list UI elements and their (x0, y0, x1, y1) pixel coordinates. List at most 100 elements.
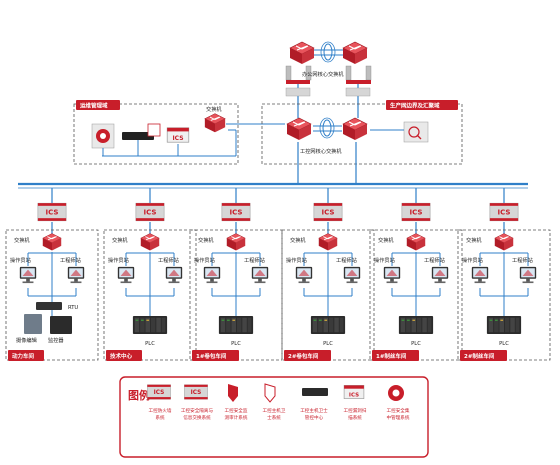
legend-host-guard-icon (264, 383, 276, 403)
legend-item-line1: 工控主机卫士 (300, 407, 328, 414)
office-core-switch-label: 办公网核心交换机 (302, 70, 344, 78)
zone-switch-icon (226, 233, 246, 251)
legend-item-line2: 士系统 (267, 414, 281, 421)
operator-station-label: 操作员站 (374, 256, 395, 264)
plc-label: PLC (145, 341, 155, 347)
plc-label: PLC (323, 341, 333, 347)
eng-core-switch-right-icon (342, 117, 368, 141)
plc-icon (310, 316, 346, 334)
engineer-station-icon (343, 266, 361, 284)
engineer-station-label: 工程师站 (512, 256, 533, 264)
zone-switch-icon (318, 233, 338, 251)
office-core-switch-left-icon (289, 41, 315, 65)
legend-item-line1: 工控安全监 (225, 407, 248, 414)
legend-item-line2: 信息交换系统 (183, 414, 211, 421)
operator-station-label: 操作员站 (10, 256, 31, 264)
legend-item-line2: 管控中心 (305, 414, 324, 421)
legend-item-line2: 中管理系统 (387, 414, 410, 421)
zone-firewall-icon (401, 202, 431, 222)
video-label: 摄像编辑 (16, 336, 37, 344)
zone-switch-icon (406, 233, 426, 251)
zone-switch-label: 交换机 (378, 236, 394, 244)
legend-scanner-icon (343, 384, 365, 400)
vuln-scanner-icon (403, 121, 429, 143)
legend-gatekeeper-icon (183, 384, 209, 400)
eng-core-switch-left-icon (286, 117, 312, 141)
operator-station-icon (19, 266, 37, 284)
plc-label: PLC (411, 341, 421, 347)
legend-item-line1: 工控安全集 (387, 407, 410, 414)
zone-5: 交换机操作员站工程师站PLC1#制丝车间 (369, 188, 463, 361)
rtu-icon (36, 302, 62, 310)
zone-name-tag: 技术中心 (110, 352, 133, 360)
operator-station-label: 操作员站 (462, 256, 483, 264)
ics-server-icon (166, 127, 190, 143)
zone-switch-label: 交换机 (112, 236, 128, 244)
operator-station-icon (383, 266, 401, 284)
rtu-label: RTU (68, 305, 78, 311)
legend-item-line1: 工控主机卫 (263, 407, 286, 414)
plc-icon (132, 316, 168, 334)
host-guard-icon (147, 123, 161, 137)
boundary-domain-tag: 生产网边界及汇聚域 (390, 102, 440, 110)
engineer-station-label: 工程师站 (424, 256, 445, 264)
plc-icon (486, 316, 522, 334)
engineer-station-icon (251, 266, 269, 284)
engineer-station-label: 工程师站 (158, 256, 179, 264)
zone-firewall-icon (135, 202, 165, 222)
zone-firewall-icon (489, 202, 519, 222)
office-core-switch-right-icon (342, 41, 368, 65)
operator-station-label: 操作员站 (194, 256, 215, 264)
plc-label: PLC (499, 341, 509, 347)
monitor-label: 监控器 (48, 336, 64, 344)
zone-6: 交换机操作员站工程师站PLC2#制丝车间 (457, 188, 551, 361)
zone-firewall-icon (221, 202, 251, 222)
ops-switch-icon (204, 113, 226, 133)
operator-station-icon (117, 266, 135, 284)
eng-core-switch-label: 工控网核心交换机 (300, 147, 342, 155)
legend-audit-icon (228, 384, 238, 402)
zone-firewall-icon (37, 202, 67, 222)
zone-name-tag: 动力车间 (12, 352, 35, 360)
plc-label: PLC (231, 341, 241, 347)
plc-icon (398, 316, 434, 334)
zone-3: 交换机操作员站工程师站PLC1#卷包车间 (189, 188, 283, 361)
ops-domain-tag: 运维管理域 (80, 102, 108, 110)
engineer-station-label: 工程师站 (60, 256, 81, 264)
ops-switch-label: 交换机 (206, 105, 222, 113)
zone-switch-icon (42, 233, 62, 251)
legend-item-line1: 工控漏洞扫 (344, 407, 367, 414)
zone-box (103, 229, 197, 361)
engineer-station-label: 工程师站 (244, 256, 265, 264)
engineer-station-icon (165, 266, 183, 284)
appliance-icon (122, 132, 154, 140)
operator-station-icon (295, 266, 313, 284)
zone-firewall-icon (313, 202, 343, 222)
zone-switch-label: 交换机 (290, 236, 306, 244)
zone-box (5, 229, 99, 361)
engineer-station-icon (67, 266, 85, 284)
operator-station-label: 操作员站 (108, 256, 129, 264)
boundary-domain-box (261, 103, 463, 165)
legend-title: 图例 (128, 388, 150, 402)
engineer-station-icon (519, 266, 537, 284)
legend-firewall-icon (146, 384, 172, 400)
legend-box (119, 376, 429, 458)
plc-icon (218, 316, 254, 334)
zone-switch-label: 交换机 (14, 236, 30, 244)
zone-name-tag: 2#卷包车间 (288, 352, 319, 360)
legend-item-line1: 工控防火墙 (149, 407, 172, 414)
ops-domain-box (73, 103, 239, 165)
legend-item-line2: 描系统 (348, 414, 362, 421)
operator-station-label: 操作员站 (286, 256, 307, 264)
zone-name-tag: 2#制丝车间 (464, 352, 495, 360)
